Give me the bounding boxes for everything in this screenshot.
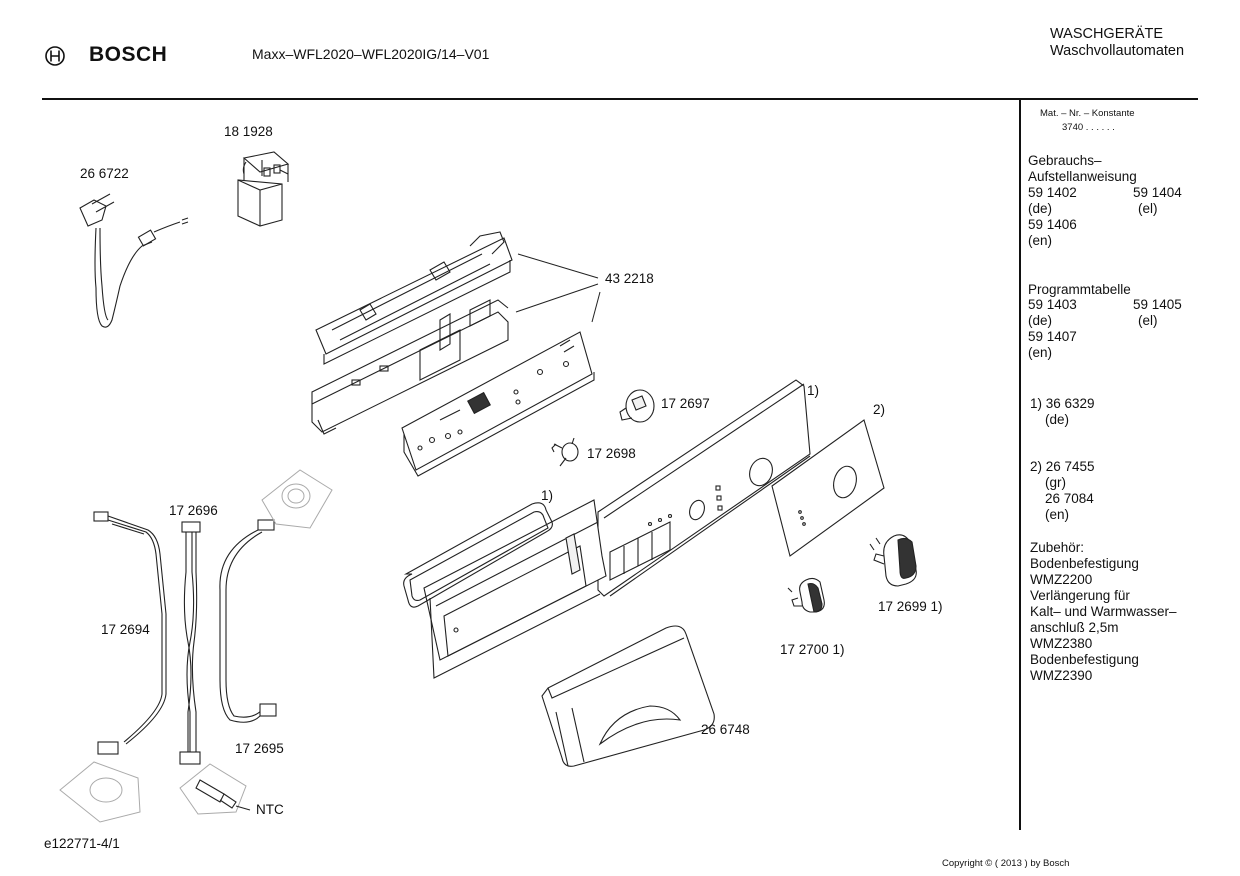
control-panel-fascia-part — [423, 379, 811, 679]
footnote-2-line1: 2) 26 7455 — [1030, 459, 1095, 474]
temperature-knob-part — [787, 577, 825, 613]
manual-c: 59 1406 — [1028, 217, 1077, 232]
program-table-title: Programmtabelle — [1028, 282, 1131, 297]
manual-a-lang: (de) — [1028, 201, 1053, 216]
part-label-172699: 17 2699 1) — [878, 599, 943, 614]
interference-filter-part — [237, 151, 290, 227]
manual-a: 59 1402 — [1028, 185, 1077, 200]
model-title: Maxx–WFL2020–WFL2020IG/14–V01 — [252, 46, 490, 62]
harness-172694-part — [93, 511, 167, 755]
note-marker-1-gasket: 1) — [541, 488, 554, 503]
selector-knob-part — [619, 389, 655, 423]
category-line2: Waschvollautomaten — [1050, 43, 1185, 59]
manual-title-2: Aufstellanweisung — [1028, 169, 1137, 184]
footnote-2-line4: (en) — [1045, 507, 1070, 522]
control-module-part — [311, 231, 595, 477]
accessory-4: Verlängerung für — [1030, 588, 1130, 603]
part-label-172696: 17 2696 — [169, 503, 218, 518]
accessory-8: Bodenbefestigung — [1030, 652, 1139, 667]
manual-title-1: Gebrauchs– — [1028, 153, 1102, 168]
spindle-part — [551, 437, 579, 467]
header-divider — [42, 98, 1198, 100]
program-knob-part — [869, 534, 917, 587]
footnote-2-line2: (gr) — [1045, 475, 1066, 490]
part-label-266748: 26 6748 — [701, 722, 750, 737]
bosch-armature-icon — [45, 46, 65, 66]
part-label-172700: 17 2700 1) — [780, 642, 845, 657]
part-label-172697: 17 2697 — [661, 396, 710, 411]
manual-c-lang: (en) — [1028, 233, 1053, 248]
accessory-7: WMZ2380 — [1030, 636, 1093, 651]
program-a-lang: (de) — [1028, 313, 1053, 328]
accessory-1: Zubehör: — [1030, 540, 1085, 555]
mat-number-value: 3740 . . . . . . — [1062, 122, 1115, 133]
part-label-266722: 26 6722 — [80, 166, 129, 181]
footnote-1-line1: 1) 36 6329 — [1030, 396, 1095, 411]
program-b: 59 1405 — [1133, 297, 1182, 312]
accessory-2: Bodenbefestigung — [1030, 556, 1139, 571]
accessory-3: WMZ2200 — [1030, 572, 1093, 587]
brand-name: BOSCH — [89, 43, 168, 66]
drawing-id: e122771-4/1 — [44, 836, 120, 851]
panel-insert-part — [771, 419, 885, 557]
accessory-5: Kalt– und Warmwasser– — [1030, 604, 1177, 619]
gasket-seal-part — [403, 502, 553, 608]
harness-172696-part — [179, 521, 201, 765]
exploded-parts-diagram — [59, 151, 917, 823]
part-label-172698: 17 2698 — [587, 446, 636, 461]
note-marker-2-insert: 2) — [873, 402, 886, 417]
program-a: 59 1403 — [1028, 297, 1077, 312]
manual-b: 59 1404 — [1133, 185, 1182, 200]
part-label-181928: 18 1928 — [224, 124, 273, 139]
part-label-172695: 17 2695 — [235, 741, 284, 756]
note-marker-1-fascia: 1) — [807, 383, 820, 398]
accessory-9: WMZ2390 — [1030, 668, 1093, 683]
power-cord-part — [79, 193, 189, 328]
manual-b-lang: (el) — [1138, 201, 1158, 216]
pump-reference-ghost — [59, 469, 333, 823]
ntc-sensor-part — [195, 779, 251, 811]
program-b-lang: (el) — [1138, 313, 1158, 328]
part-label-ntc: NTC — [256, 802, 284, 817]
footnote-1-line2: (de) — [1045, 412, 1070, 427]
sidebar-divider — [1019, 100, 1021, 830]
mat-number-title: Mat. – Nr. – Konstante — [1040, 108, 1135, 119]
harness-172695-part — [219, 519, 277, 723]
part-label-172694: 17 2694 — [101, 622, 150, 637]
program-c-lang: (en) — [1028, 345, 1053, 360]
dispenser-drawer-handle-part — [541, 625, 715, 767]
accessory-6: anschluß 2,5m — [1030, 620, 1119, 635]
program-c: 59 1407 — [1028, 329, 1077, 344]
part-label-432218: 43 2218 — [605, 271, 654, 286]
copyright: Copyright © ( 2013 ) by Bosch — [942, 858, 1070, 869]
category-line1: WASCHGERÄTE — [1050, 26, 1164, 42]
footnote-2-line3: 26 7084 — [1045, 491, 1094, 506]
